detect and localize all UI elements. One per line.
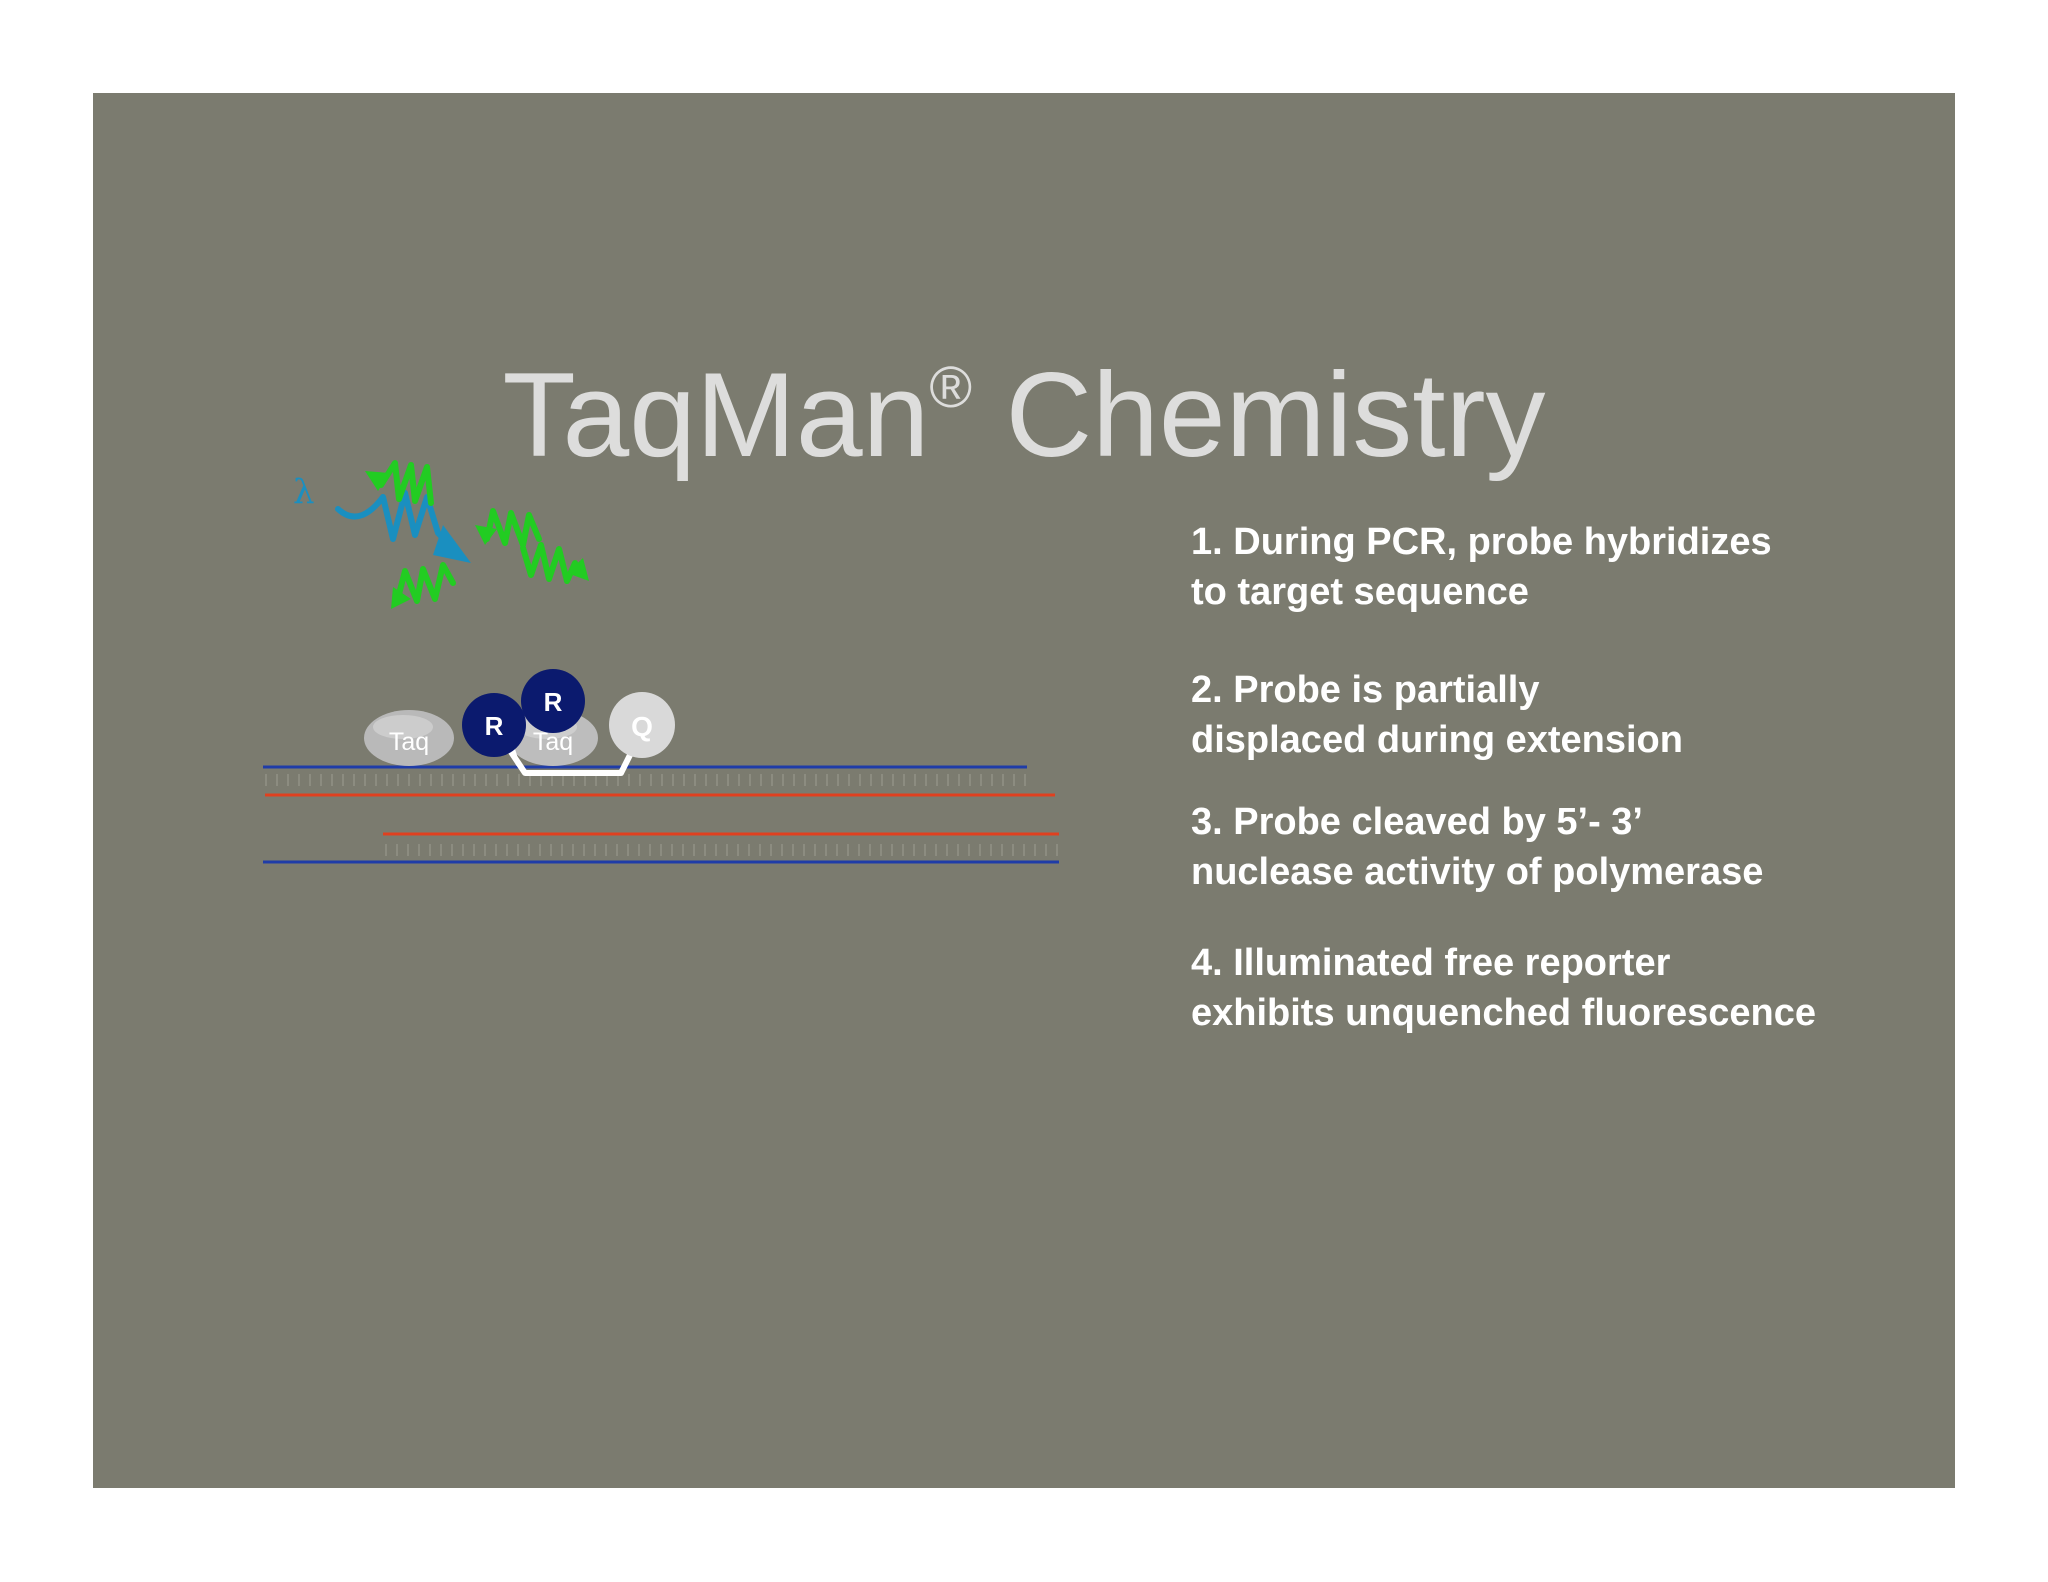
step-4-line-1: 4. Illuminated free reporter <box>1191 942 1671 984</box>
slide-title: TaqMan® Chemistry <box>93 355 1955 475</box>
taq-label-previous: Taq <box>389 728 429 756</box>
quencher: Q <box>609 692 675 758</box>
taqman-diagram: λ <box>263 460 1059 864</box>
step-1-line-2: to target sequence <box>1191 571 1529 613</box>
fluorescence-wave-2 <box>475 508 542 548</box>
step-3-line-1: 3. Probe cleaved by 5’- 3’ <box>1191 801 1643 843</box>
slide: TaqMan® Chemistry λ <box>93 93 1955 1488</box>
reporter-bound: R <box>462 693 526 757</box>
quencher-label: Q <box>631 711 653 742</box>
reporter-free: R <box>521 669 585 733</box>
step-3: 3. Probe cleaved by 5’- 3’ nuclease acti… <box>1191 797 1911 897</box>
dna-strands <box>263 765 1059 864</box>
reporter-label-free: R <box>544 687 563 717</box>
step-4-line-2: exhibits unquenched fluorescence <box>1191 992 1817 1034</box>
step-3-line-2: nuclease activity of polymerase <box>1191 851 1764 893</box>
fluorescence-wave-3 <box>391 562 456 609</box>
excitation-wave <box>335 490 458 554</box>
fluorescence-wave-1 <box>365 460 434 506</box>
step-2: 2. Probe is partially displaced during e… <box>1191 665 1911 765</box>
taq-polymerase-previous: Taq <box>364 710 454 766</box>
excitation-light: λ <box>293 472 471 563</box>
step-1: 1. During PCR, probe hybridizes to targe… <box>1191 517 1911 617</box>
reporter-label-bound: R <box>485 711 504 741</box>
fluorescence-wave-4 <box>520 542 589 584</box>
step-2-line-1: 2. Probe is partially <box>1191 669 1540 711</box>
lambda-symbol: λ <box>293 472 315 512</box>
step-4: 4. Illuminated free reporter exhibits un… <box>1191 938 1911 1038</box>
registered-mark: ® <box>929 355 973 420</box>
excitation-arrowhead <box>433 525 471 563</box>
title-suffix: Chemistry <box>1005 348 1546 482</box>
step-1-line-1: 1. During PCR, probe hybridizes <box>1191 521 1772 563</box>
step-2-line-2: displaced during extension <box>1191 719 1683 761</box>
fluorescence-emission <box>365 460 589 609</box>
title-text: TaqMan <box>502 348 930 482</box>
